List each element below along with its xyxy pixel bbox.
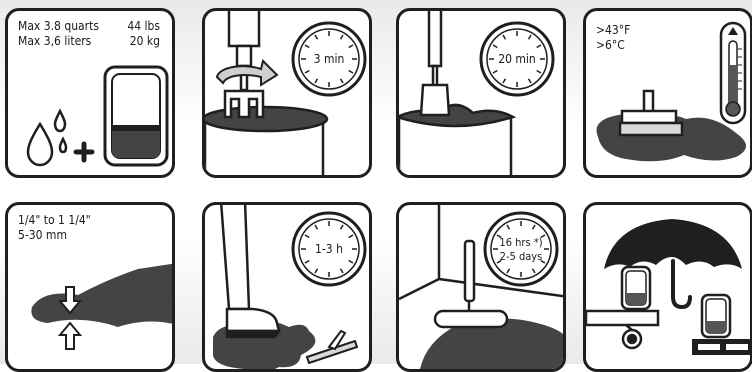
panel-temperature: >43°F >6°C [583,8,752,178]
panel-mixing-time: 3 min [202,8,372,178]
bucket-icon [399,105,513,178]
panel-cure-time: 16 hrs *) 2-5 days [396,202,566,372]
water-drop-icon [28,111,66,165]
stir-stick-illustration: 20 min [399,11,566,178]
trowel-icon [307,331,357,363]
trowel-icon [620,91,682,135]
panel-mix-ratio: Max 3.8 quarts 44 lbs Max 3,6 liters 20 … [5,8,175,178]
clock-icon [485,213,557,285]
panel-storage [583,202,752,372]
panel-layer-thickness: 1/4" to 1 1/4" 5-30 mm [5,202,175,372]
clock-label: 20 min [498,52,536,66]
pallet-icon [692,339,752,355]
walking-illustration: 1-3 h [205,205,372,372]
bag-icon [622,267,650,309]
bucket-icon [205,107,327,178]
clock-label: 1-3 h [315,242,343,256]
plus-icon [76,144,92,160]
leg-icon [221,205,279,337]
mixer-illustration: 3 min [205,11,372,178]
paint-roller-illustration: 16 hrs *) 2-5 days [399,205,566,372]
instruction-sheet: Max 3.8 quarts 44 lbs Max 3,6 liters 20 … [0,0,752,364]
clock-label-line1: 16 hrs *) [499,236,542,249]
thermometer-icon [721,23,745,123]
clock-label-line2: 2-5 days [500,250,543,263]
bag-icon [105,67,167,165]
panel-rest-time: 20 min [396,8,566,178]
pallet-icon [586,311,658,348]
screed-layer-icon [31,263,175,327]
bag-icon [702,295,730,337]
panel-walkable-time: 1-3 h [202,202,372,372]
trowel-thermometer-illustration [586,11,752,178]
paddle-icon [421,11,449,115]
storage-illustration [586,205,752,372]
mixer-drill-icon [225,11,263,117]
clock-label: 3 min [314,52,345,66]
thickness-illustration [8,205,175,372]
water-and-bag-illustration [8,11,175,178]
